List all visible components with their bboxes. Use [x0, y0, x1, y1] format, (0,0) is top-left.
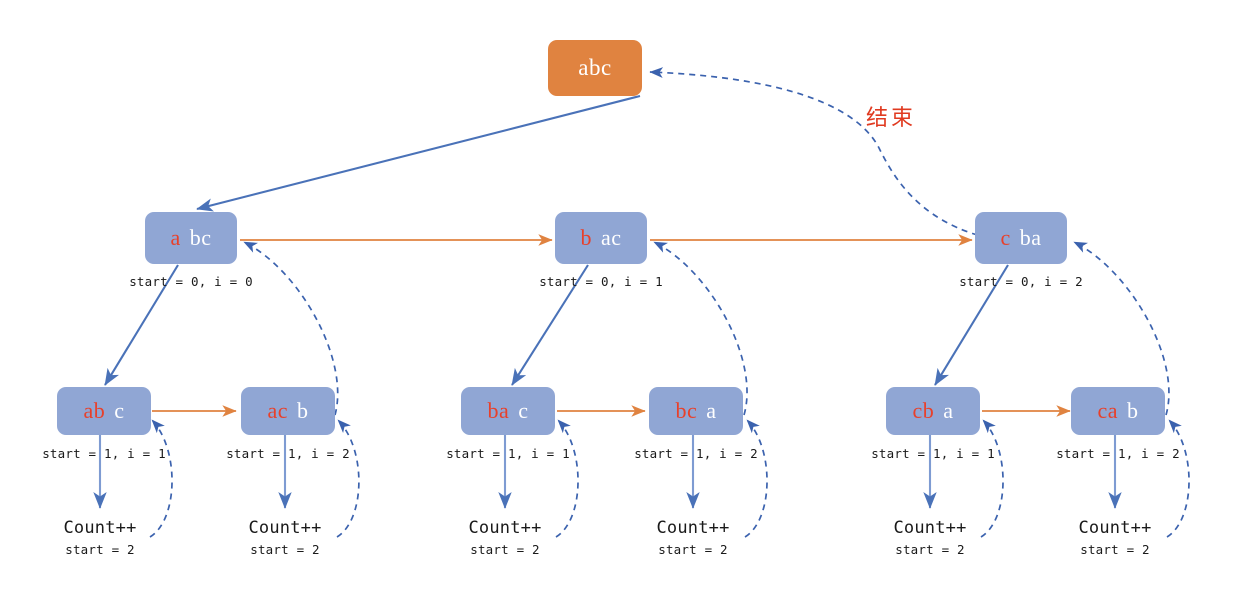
node-prefix: cb — [912, 398, 935, 423]
leaf-subtitle: start = 2 — [1080, 542, 1150, 557]
node-level2-ba-c[interactable]: ba c — [461, 387, 555, 435]
leaf-count-4: Count++ start = 2 — [623, 518, 763, 557]
node-level2-ab-c[interactable]: ab c — [57, 387, 151, 435]
node-prefix: b — [580, 225, 592, 250]
caption-level1-b: start = 0, i = 1 — [539, 274, 663, 289]
leaf-title: Count++ — [248, 518, 322, 538]
leaf-title: Count++ — [468, 518, 542, 538]
leaf-subtitle: start = 2 — [658, 542, 728, 557]
caption-level2-cb: start = 1, i = 1 — [871, 446, 995, 461]
node-prefix: c — [1000, 225, 1011, 250]
node-suffix: b — [1127, 398, 1139, 423]
node-suffix: ac — [600, 225, 622, 250]
node-prefix: ca — [1097, 398, 1119, 423]
annotation-end: 结束 — [866, 106, 917, 131]
node-suffix: b — [297, 398, 309, 423]
leaf-title: Count++ — [893, 518, 967, 538]
node-suffix: ba — [1019, 225, 1042, 250]
leaf-title: Count++ — [63, 518, 137, 538]
node-suffix: a — [706, 398, 717, 423]
node-suffix: c — [518, 398, 529, 423]
leaf-title: Count++ — [656, 518, 730, 538]
leaf-count-3: Count++ start = 2 — [435, 518, 575, 557]
node-level1-a-bc[interactable]: a bc — [145, 212, 237, 264]
leaf-subtitle: start = 2 — [470, 542, 540, 557]
leaf-subtitle: start = 2 — [895, 542, 965, 557]
leaf-count-5: Count++ start = 2 — [860, 518, 1000, 557]
leaf-count-6: Count++ start = 2 — [1045, 518, 1185, 557]
edge-root-to-a — [196, 94, 641, 212]
leaf-subtitle: start = 2 — [65, 542, 135, 557]
caption-level2-bc: start = 1, i = 2 — [634, 446, 758, 461]
caption-level2-ca: start = 1, i = 2 — [1056, 446, 1180, 461]
leaf-subtitle: start = 2 — [250, 542, 320, 557]
node-level2-bc-a[interactable]: bc a — [649, 387, 743, 435]
node-prefix: ba — [487, 398, 510, 423]
node-level1-c-ba[interactable]: c ba — [975, 212, 1067, 264]
caption-level1-c: start = 0, i = 2 — [959, 274, 1083, 289]
node-root-label: abc — [578, 55, 612, 80]
caption-level2-ba: start = 1, i = 1 — [446, 446, 570, 461]
node-level1-b-ac[interactable]: b ac — [555, 212, 647, 264]
node-level2-cb-a[interactable]: cb a — [886, 387, 980, 435]
node-level2-ca-b[interactable]: ca b — [1071, 387, 1165, 435]
node-level2-ac-b[interactable]: ac b — [241, 387, 335, 435]
caption-level1-a: start = 0, i = 0 — [129, 274, 253, 289]
caption-level2-ab: start = 1, i = 1 — [42, 446, 166, 461]
node-suffix: c — [114, 398, 125, 423]
caption-level2-ac: start = 1, i = 2 — [226, 446, 350, 461]
leaf-count-2: Count++ start = 2 — [215, 518, 355, 557]
node-suffix: bc — [189, 225, 212, 250]
leaf-count-1: Count++ start = 2 — [30, 518, 170, 557]
node-prefix: ac — [267, 398, 289, 423]
node-prefix: bc — [675, 398, 698, 423]
node-root-abc[interactable]: abc — [548, 40, 642, 96]
node-prefix: ab — [83, 398, 106, 423]
node-suffix: a — [943, 398, 954, 423]
leaf-title: Count++ — [1078, 518, 1152, 538]
node-prefix: a — [170, 225, 181, 250]
